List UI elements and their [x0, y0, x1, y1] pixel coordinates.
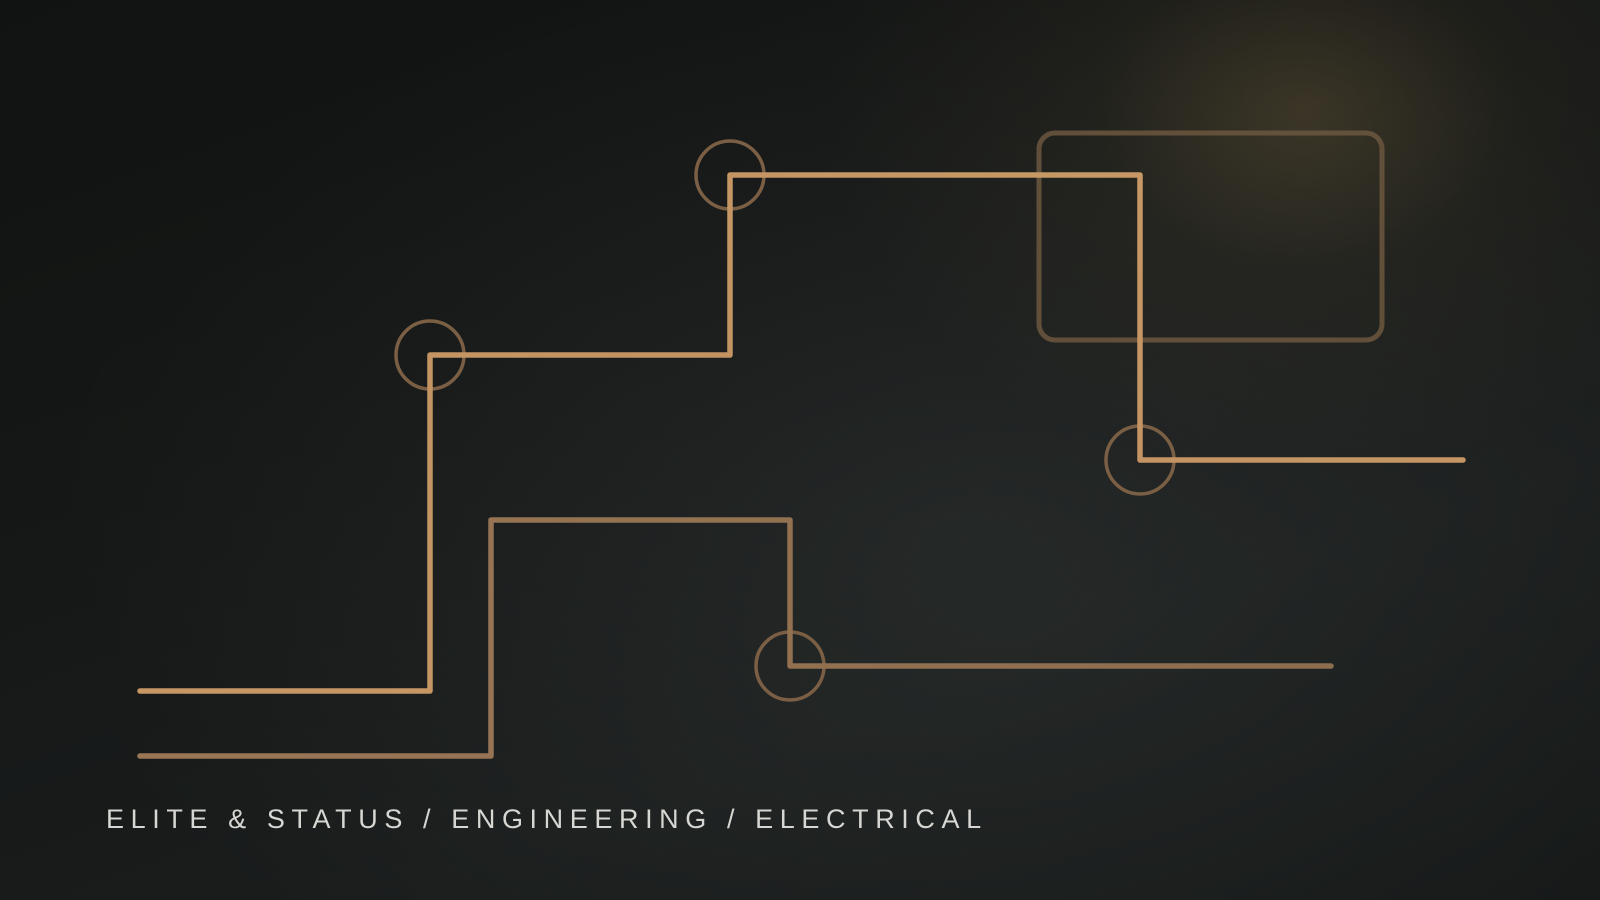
- chip-outline: [1036, 130, 1385, 343]
- category-caption: ELITE & STATUS / ENGINEERING / ELECTRICA…: [106, 804, 988, 834]
- secondary-circuit-trace: [137, 517, 1334, 759]
- main-circuit-trace: [137, 172, 1466, 694]
